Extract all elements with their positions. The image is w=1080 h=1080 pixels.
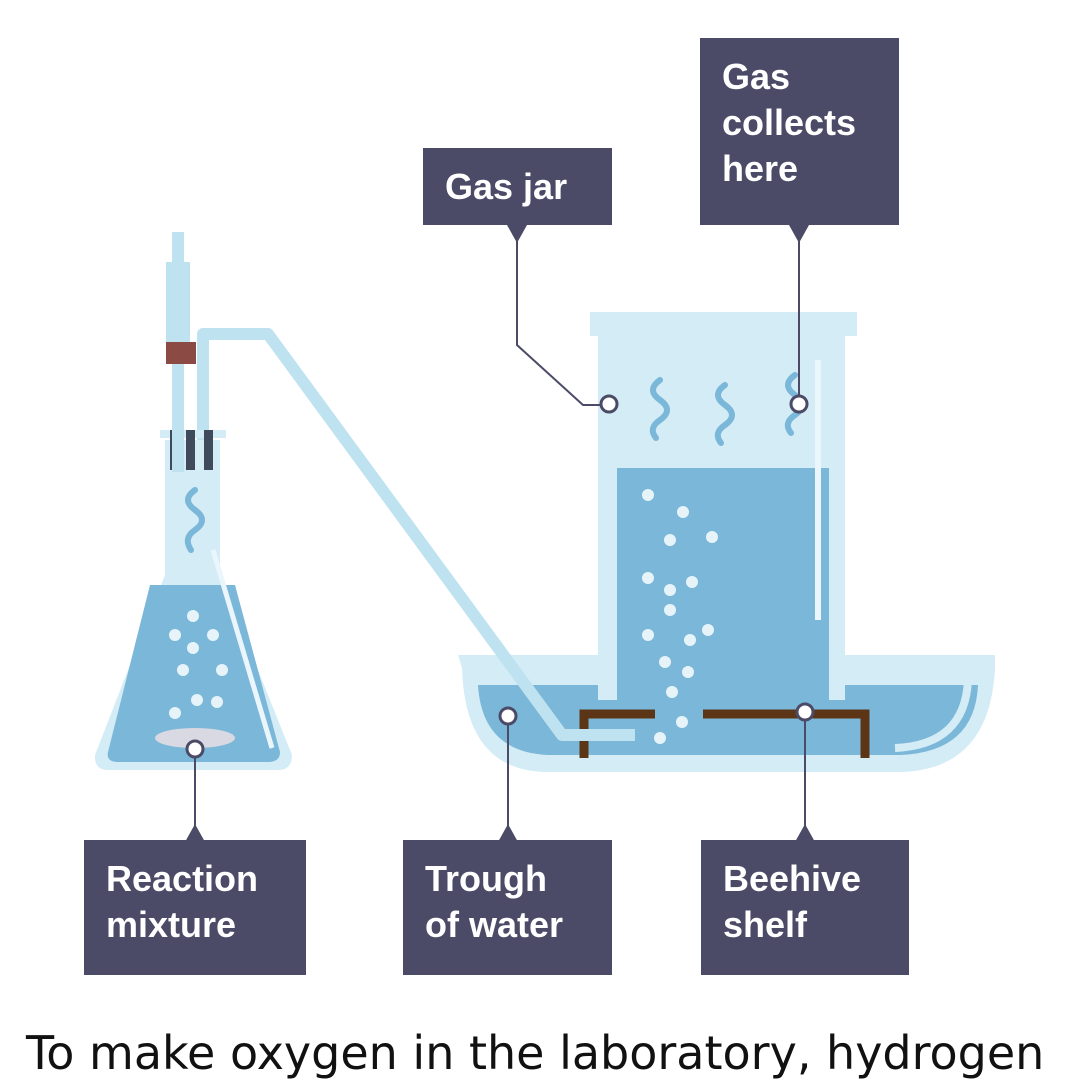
caption-text: To make oxygen in the laboratory, hydrog… (26, 1026, 1045, 1080)
leader-lines (185, 230, 815, 835)
label-reaction-mixture: Reaction mixture (84, 840, 306, 975)
apparatus-diagram (94, 225, 995, 842)
label-trough-of-water: Trough of water (403, 840, 612, 975)
bubbles (642, 489, 718, 744)
tap (166, 342, 196, 364)
delivery-tube (197, 328, 635, 741)
conical-flask (94, 232, 292, 770)
label-gas-collects-here: Gas collects here (700, 38, 899, 225)
label-gas-jar: Gas jar (423, 148, 612, 225)
label-beehive-shelf: Beehive shelf (701, 840, 909, 975)
gas-jar (590, 312, 857, 744)
beehive-shelf (579, 709, 870, 758)
